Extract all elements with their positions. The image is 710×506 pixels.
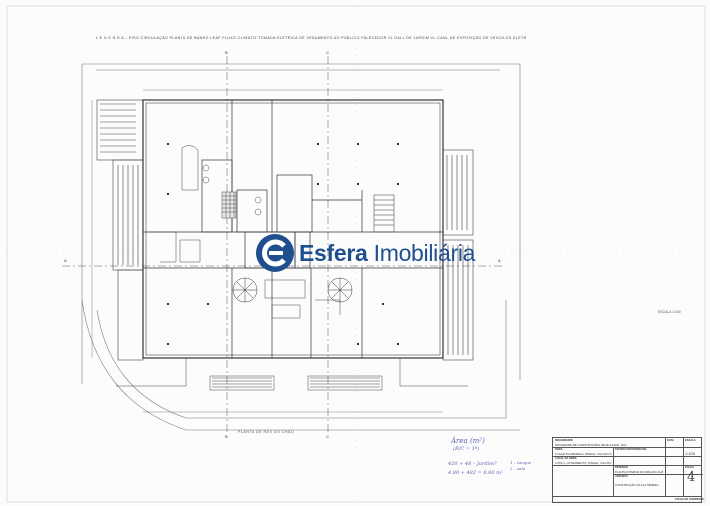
plan-caption: PLANTA DE RÉS DO CHÃO — [238, 430, 295, 434]
tb-obra-label: OBRA — [555, 448, 563, 451]
grid-axes — [62, 56, 505, 432]
svg-text:C: C — [326, 434, 329, 439]
watermark-brand-light: Imobiliária — [367, 239, 476, 266]
tb-desenho-label: DESENHO — [615, 466, 628, 469]
tb-local-label: LOCAL DA OBRA — [555, 457, 577, 460]
svg-text:A: A — [64, 258, 67, 263]
svg-text:B: B — [225, 50, 228, 55]
tb-escala-label: ESCALA — [685, 439, 696, 442]
watermark: Esfera Imobiliária — [255, 231, 475, 275]
sheet-frame — [6, 5, 706, 503]
dimension-lines — [91, 89, 443, 413]
axis-markers: A A B C B C — [64, 50, 501, 439]
watermark-brand-bold: Esfera — [299, 239, 368, 266]
tb-folha-label: FOLHA — [685, 466, 694, 469]
tb-desenho-value: CONSTRUÇÃO DA LAJ TÉRREA — [615, 483, 659, 487]
svg-text:C: C — [326, 50, 329, 55]
tb-requerente-label: REQUERENTE — [555, 439, 574, 442]
handwritten-note-5: 1 – tanque — [510, 460, 532, 465]
interior-walls — [143, 100, 443, 358]
title-block: REQUERENTE SOCIEDADE DE CONSTRUÇÕES NEVE… — [552, 437, 704, 503]
handwritten-note-2: (R/C = 1º) — [453, 446, 480, 452]
tb-assunto-label: ASSUNTO — [615, 475, 628, 478]
scale-note: ESCALA 1:100 — [658, 310, 681, 314]
svg-text:B: B — [225, 434, 228, 439]
tb-local-value: LOTE 1, LOTEAMENTO, PINHAL, VILA DO COND… — [555, 461, 612, 465]
sanitary-area — [148, 145, 341, 319]
entrance-steps — [116, 358, 468, 391]
site-boundary — [81, 63, 521, 431]
left-annex — [96, 99, 144, 361]
handwritten-note-3: 420 + 48 – Jardim? — [448, 461, 497, 467]
tb-assunto-value: PLANTA INTERNA DO RÉS-DO-CHÃO — [615, 470, 663, 474]
tb-obra-value: LUGAR DA ABADELA, PINHAL, VILA DO CONDE — [555, 452, 612, 456]
handwritten-note-1: Área (m²) — [451, 437, 485, 445]
building-outline — [142, 99, 444, 359]
tb-tecnico-label: TÉCNICO RESPONSÁVEL — [615, 448, 647, 451]
handwritten-note-4: 4.80 + 482 = 8.80 m² — [448, 470, 503, 476]
tb-folha-value: 4 — [687, 470, 696, 485]
tb-footer: FOLHA DE CONTROLO — [675, 498, 704, 501]
stair-cores — [232, 194, 395, 303]
watermark-brand: Esfera Imobiliária — [299, 240, 475, 267]
esfera-logo-icon — [256, 234, 294, 272]
tb-requerente-value: SOCIEDADE DE CONSTRUÇÕES NEVE & FEIO, LD… — [555, 443, 627, 447]
svg-text:A: A — [498, 258, 501, 263]
tb-escala-value: 1:100 — [685, 451, 696, 456]
tb-data-label: DATA — [667, 439, 674, 442]
handwritten-note-6: 2 – sala — [510, 466, 526, 471]
legend-text: L E G E N D A – PISO CIRCULAÇÃO PLANTA D… — [96, 36, 526, 40]
structural-columns — [167, 143, 399, 345]
